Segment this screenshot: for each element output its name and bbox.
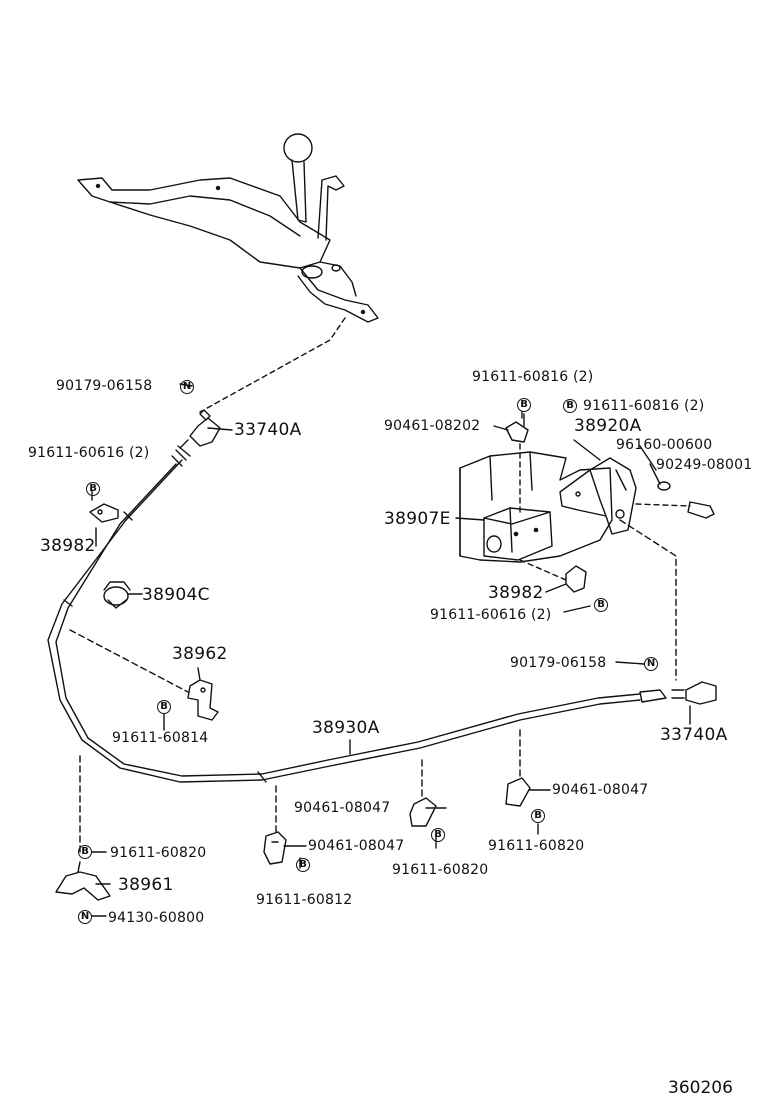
label-91611-60820-b: 91611-60820 <box>392 862 489 878</box>
label-38904c: 38904C <box>142 585 210 605</box>
label-90179-06158-right: 90179-06158 <box>510 655 607 671</box>
clip-90461-08202 <box>505 421 529 443</box>
shift-lever-assembly <box>77 133 379 323</box>
bolt-symbol: B <box>563 399 577 413</box>
figure-number: 360206 <box>668 1078 733 1098</box>
nut-symbol: N <box>78 910 92 924</box>
nut-symbol: N <box>644 657 658 671</box>
label-90461-08047-b: 90461-08047 <box>552 782 649 798</box>
grommet-38904c <box>103 581 131 609</box>
bolt-symbol: B <box>86 482 100 496</box>
shift-cable <box>47 459 667 783</box>
bolt-symbol: B <box>531 809 545 823</box>
label-38907e: 38907E <box>384 509 451 529</box>
label-33740a-top: 33740A <box>234 420 302 440</box>
label-96160-00600: 96160-00600 <box>616 437 713 453</box>
bolt-symbol: B <box>517 398 531 412</box>
bolt-symbol: B <box>431 828 445 842</box>
leader-lever-to-cable <box>199 317 346 413</box>
bracket-38982-left <box>89 503 119 523</box>
label-90461-08047-a: 90461-08047 <box>294 800 391 816</box>
label-91611-60816-b: 91611-60816 (2) <box>583 398 705 414</box>
label-91611-60814: 91611-60814 <box>112 730 209 746</box>
cable-end-top <box>171 409 221 467</box>
bolt-symbol: B <box>157 700 171 714</box>
leader-bolt <box>635 503 691 507</box>
label-91611-60812: 91611-60812 <box>256 892 353 908</box>
label-91611-60816-a: 91611-60816 (2) <box>472 369 594 385</box>
label-38920a: 38920A <box>574 416 642 436</box>
label-33740a-right: 33740A <box>660 725 728 745</box>
label-94130-60800: 94130-60800 <box>108 910 205 926</box>
label-91611-60616-right: 91611-60616 (2) <box>430 607 552 623</box>
label-91611-60820-c: 91611-60820 <box>110 845 207 861</box>
label-90461-08047-c: 90461-08047 <box>308 838 405 854</box>
bolt-90249-08001 <box>657 481 715 519</box>
label-38961: 38961 <box>118 875 174 895</box>
label-leaders <box>91 383 691 917</box>
label-90249-08001: 90249-08001 <box>656 457 753 473</box>
label-38982-right: 38982 <box>488 583 544 603</box>
leader-housing-to-cable <box>619 519 677 681</box>
label-38930a: 38930A <box>312 718 380 738</box>
label-38962: 38962 <box>172 644 228 664</box>
clamp-90461-08047-a <box>263 831 287 865</box>
label-91611-60820-a: 91611-60820 <box>488 838 585 854</box>
bracket-38982-right <box>565 565 587 593</box>
bracket-38961 <box>55 861 111 901</box>
cable-end-right <box>671 681 717 705</box>
clamp-90461-08047-c <box>505 777 531 807</box>
bracket-38920a <box>559 457 637 535</box>
label-90179-06158-top: 90179-06158 <box>56 378 153 394</box>
bolt-symbol: B <box>594 598 608 612</box>
leader-38962 <box>69 629 189 693</box>
label-90461-08202: 90461-08202 <box>384 418 481 434</box>
bracket-38962 <box>187 679 219 721</box>
label-91611-60616-left: 91611-60616 (2) <box>28 445 150 461</box>
leader-38982-right <box>519 559 567 581</box>
nut-symbol: N <box>180 380 194 394</box>
bolt-symbol: B <box>296 858 310 872</box>
label-38982-left: 38982 <box>40 536 96 556</box>
clamp-90461-08047-b <box>409 797 437 827</box>
bolt-symbol: B <box>78 845 92 859</box>
transmission-housing <box>459 451 613 563</box>
